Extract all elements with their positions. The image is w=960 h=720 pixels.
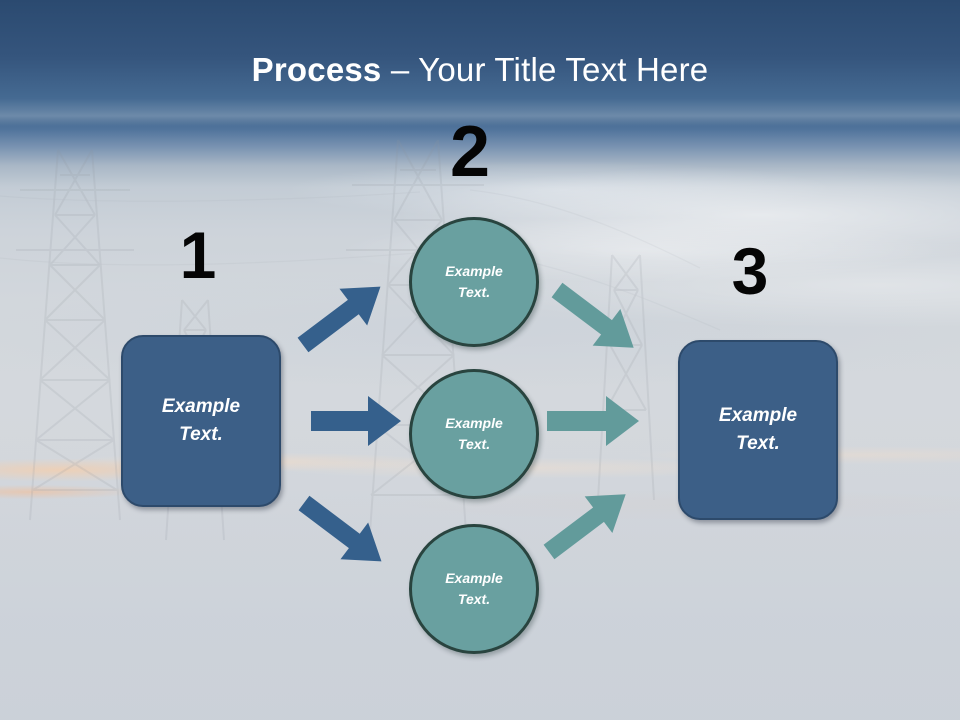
process-box-end[interactable]: Example Text. [678, 340, 838, 520]
process-circle-top-line2: Text. [457, 284, 491, 300]
process-circle-bottom-text: Example Text. [445, 568, 503, 610]
process-box-end-text: Example Text. [719, 402, 797, 458]
page-title: Process – Your Title Text Here [0, 50, 960, 90]
process-circle-middle[interactable]: Example Text. [409, 369, 539, 499]
process-circle-middle-line1: Example [445, 415, 503, 431]
page-title-rest: – Your Title Text Here [381, 51, 709, 88]
process-circle-bottom[interactable]: Example Text. [409, 524, 539, 654]
arrow-bottom-circle-to-right [543, 494, 626, 560]
process-circle-top-line1: Example [445, 263, 503, 279]
process-box-start-text: Example Text. [162, 393, 240, 449]
page-title-strong: Process [251, 51, 382, 88]
process-box-start-line2: Text. [179, 424, 223, 445]
header-band [0, 0, 960, 126]
process-circle-top[interactable]: Example Text. [409, 217, 539, 347]
process-circle-bottom-line2: Text. [457, 591, 491, 607]
process-box-end-line2: Text. [736, 433, 780, 454]
process-box-end-line1: Example [718, 405, 798, 426]
process-circle-middle-text: Example Text. [445, 413, 503, 455]
arrow-left-to-bottom-circle [298, 495, 382, 562]
arrow-left-to-mid-circle [311, 396, 401, 446]
step-number-3: 3 [731, 234, 769, 308]
process-box-start-line1: Example [161, 396, 241, 417]
process-circle-middle-line2: Text. [457, 436, 491, 452]
arrow-mid-circle-to-right [547, 396, 639, 446]
process-circle-bottom-line1: Example [445, 570, 503, 586]
arrow-left-to-top-circle [297, 286, 381, 353]
arrow-top-circle-to-right [551, 282, 634, 348]
process-circle-top-text: Example Text. [445, 261, 503, 303]
step-number-1: 1 [179, 218, 217, 292]
process-box-start[interactable]: Example Text. [121, 335, 281, 507]
step-number-2: 2 [449, 112, 491, 192]
